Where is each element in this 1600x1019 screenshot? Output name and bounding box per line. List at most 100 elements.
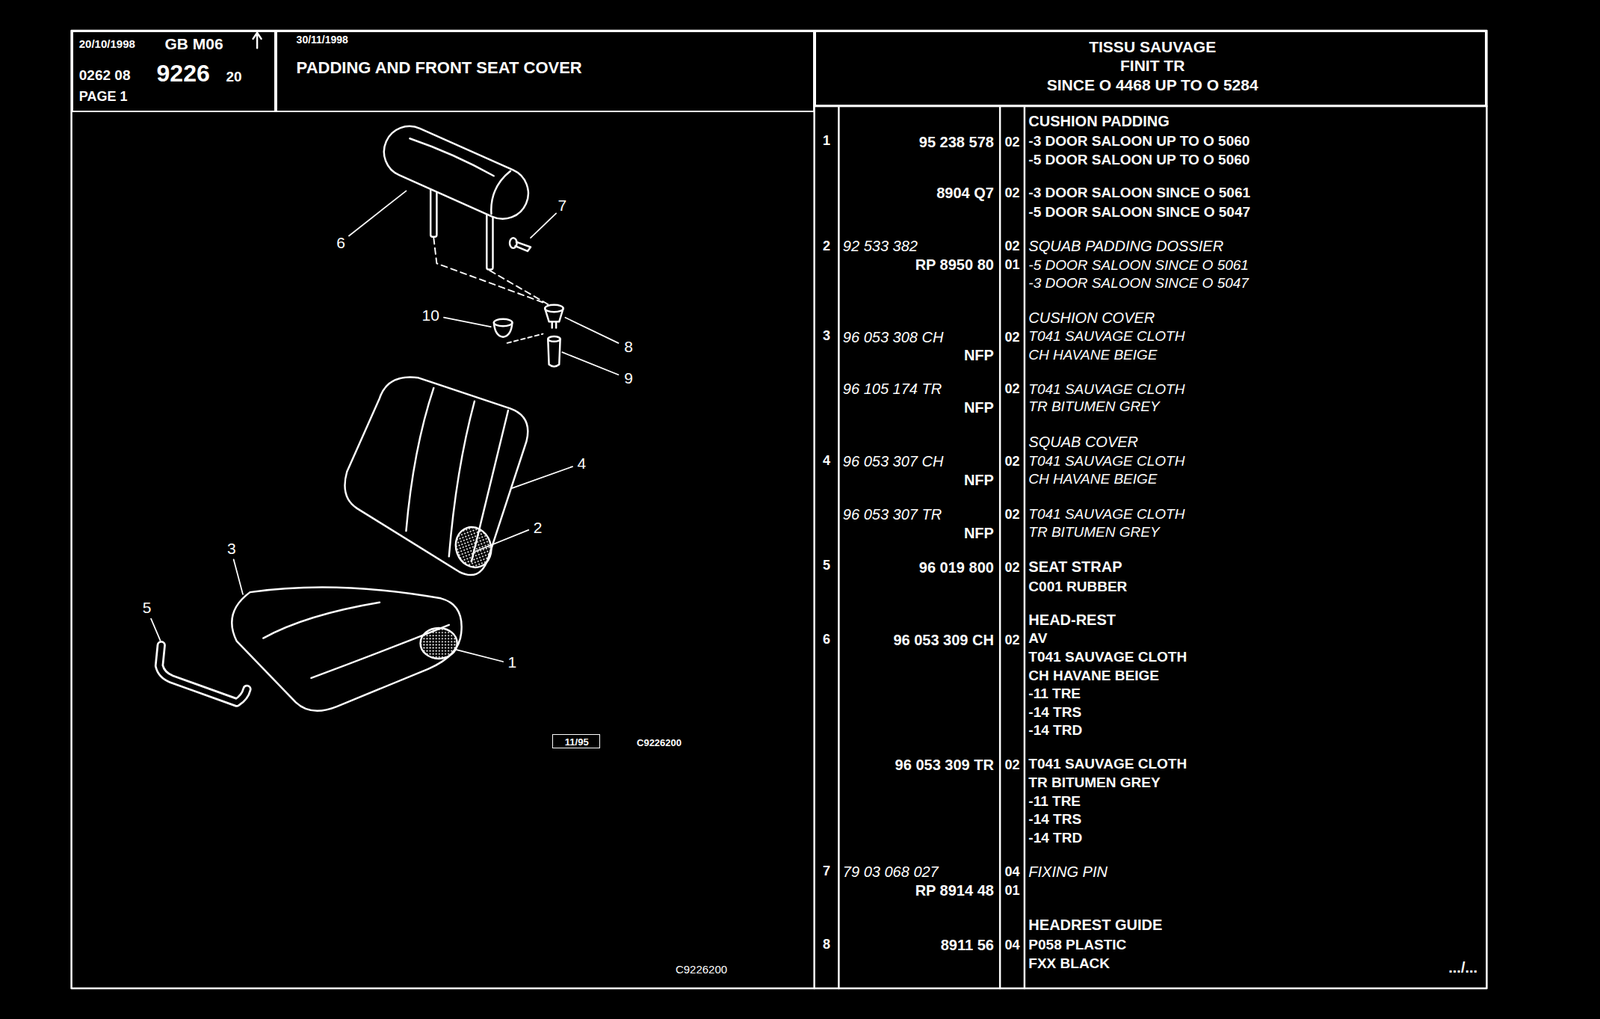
box-text: 20/10/1998 [79,37,136,49]
box-text: PAGE 1 [79,89,128,104]
callout-number: 9 [624,369,633,386]
table-cell: 02 [1004,454,1020,468]
leader-line [443,317,491,327]
fixing-pin [515,242,531,252]
table-cell: HEAD-REST [1028,612,1116,627]
table-cell: 02 [1004,239,1020,253]
table-cell: T041 SAUVAGE CLOTH [1028,328,1185,344]
table-cell: 2 [822,239,831,253]
title-box: 30/11/1998PADDING AND FRONT SEAT COVER [275,30,815,113]
leader-line [511,466,573,488]
date-stamp-box: 11/95 [552,733,601,749]
table-cell: -3 DOOR SALOON UP TO O 5060 [1028,133,1250,148]
box-text: FINIT TR [1120,56,1185,73]
box-text: TISSU SAUVAGE [1088,38,1216,55]
table-cell: 8904 Q7 [936,185,994,201]
guide-cap [493,319,513,327]
trim-box: TISSU SAUVAGEFINIT TR SINCE O 4468 UP TO … [814,30,1488,107]
table-rule [1023,106,1026,988]
table-cell: -5 DOOR SALOON SINCE O 5061 [1028,257,1249,272]
table-cell: FXX BLACK [1028,955,1110,970]
table-cell: 02 [1004,560,1020,574]
box-text: 11/95 [564,736,589,747]
page-title: PADDING AND FRONT SEAT COVER [296,59,583,77]
callout-number: 5 [142,599,152,616]
table-cell: AV [1028,630,1047,645]
table-cell: RP 8914 48 [915,882,994,898]
table-cell: T041 SAUVAGE CLOTH [1028,756,1187,771]
cushion-cover [231,587,462,711]
table-cell: 96 053 309 CH [893,632,994,648]
table-cell: 02 [1004,186,1020,200]
table-cell: CH HAVANE BEIGE [1028,471,1157,486]
table-cell: 79 03 068 027 [842,863,939,879]
cushion-seam [263,602,380,639]
callout-number: 4 [576,454,586,471]
table-cell: 02 [1004,135,1020,149]
leader-line [475,529,529,552]
table-cell: RP 8950 80 [915,257,994,273]
table-cell: 96 053 307 TR [842,506,942,522]
table-cell: 5 [822,558,831,572]
headrest-guide [544,304,564,313]
table-cell: SEAT STRAP [1028,558,1122,574]
table-cell: -14 TRD [1028,829,1083,844]
guide-sleeve [547,336,560,342]
headrest-seam [485,168,511,214]
leader-line [561,351,619,375]
table-cell: C001 RUBBER [1028,578,1127,593]
table-cell: -14 TRS [1028,811,1082,826]
seat-strap [159,644,247,702]
table-cell: TR BITUMEN GREY [1028,399,1160,414]
table-cell: NFP [964,472,994,488]
table-rule [999,106,1001,988]
table-cell: 8911 56 [940,937,994,953]
table-cell: 92 533 382 [842,238,918,254]
table-cell: CH HAVANE BEIGE [1028,346,1157,361]
table-cell: 01 [1004,883,1020,897]
table-cell: 02 [1004,330,1020,344]
table-cell: -3 DOOR SALOON SINCE O 5061 [1028,184,1251,199]
table-cell: -14 TRS [1028,703,1082,719]
box-text: SINCE O 4468 UP TO O 5284 [1046,76,1259,92]
table-cell: 1 [822,133,831,148]
table-cell: NFP [964,347,994,363]
assembly-line [433,237,548,305]
box-text: GB M06 [164,35,223,51]
table-cell: NFP [964,525,994,541]
callout-number: 2 [533,518,543,535]
box-text: 9226 [156,61,210,86]
table-cell: 04 [1004,937,1020,952]
table-cell: -11 TRE [1028,792,1081,808]
table-cell: 96 053 308 CH [842,329,944,345]
squab-padding [449,521,497,572]
table-cell: CUSHION COVER [1028,310,1155,326]
table-cell: T041 SAUVAGE CLOTH [1028,452,1185,468]
callout-number: 3 [227,540,237,557]
table-cell: 8 [822,937,831,951]
callout-number: 7 [558,197,568,213]
table-cell: CH HAVANE BEIGE [1028,667,1160,682]
table-cell: 96 019 800 [919,559,994,575]
table-cell: -5 DOOR SALOON SINCE O 5047 [1028,204,1251,219]
drawing-code: C9226200 [636,736,682,747]
table-cell: P058 PLASTIC [1028,937,1127,952]
table-cell: 96 053 309 TR [895,757,994,772]
headrest-guide [544,307,564,328]
table-cell: SQUAB COVER [1028,434,1139,450]
table-cell: TR BITUMEN GREY [1028,774,1160,789]
table-cell: -5 DOOR SALOON UP TO O 5060 [1028,152,1250,167]
table-rule [837,106,840,988]
code-box: 20/10/1998GB M060262 08922620PAGE 1 [71,30,276,113]
cushion-padding [420,627,458,659]
table-cell: FIXING PIN [1028,863,1108,879]
table-cell: 01 [1004,257,1020,272]
table-cell: 96 105 174 TR [842,381,942,397]
squab-cover [344,377,528,576]
assembly-line [507,334,544,344]
table-cell: 02 [1004,381,1020,396]
table-cell: 02 [1004,757,1020,772]
leader-line [233,558,243,594]
